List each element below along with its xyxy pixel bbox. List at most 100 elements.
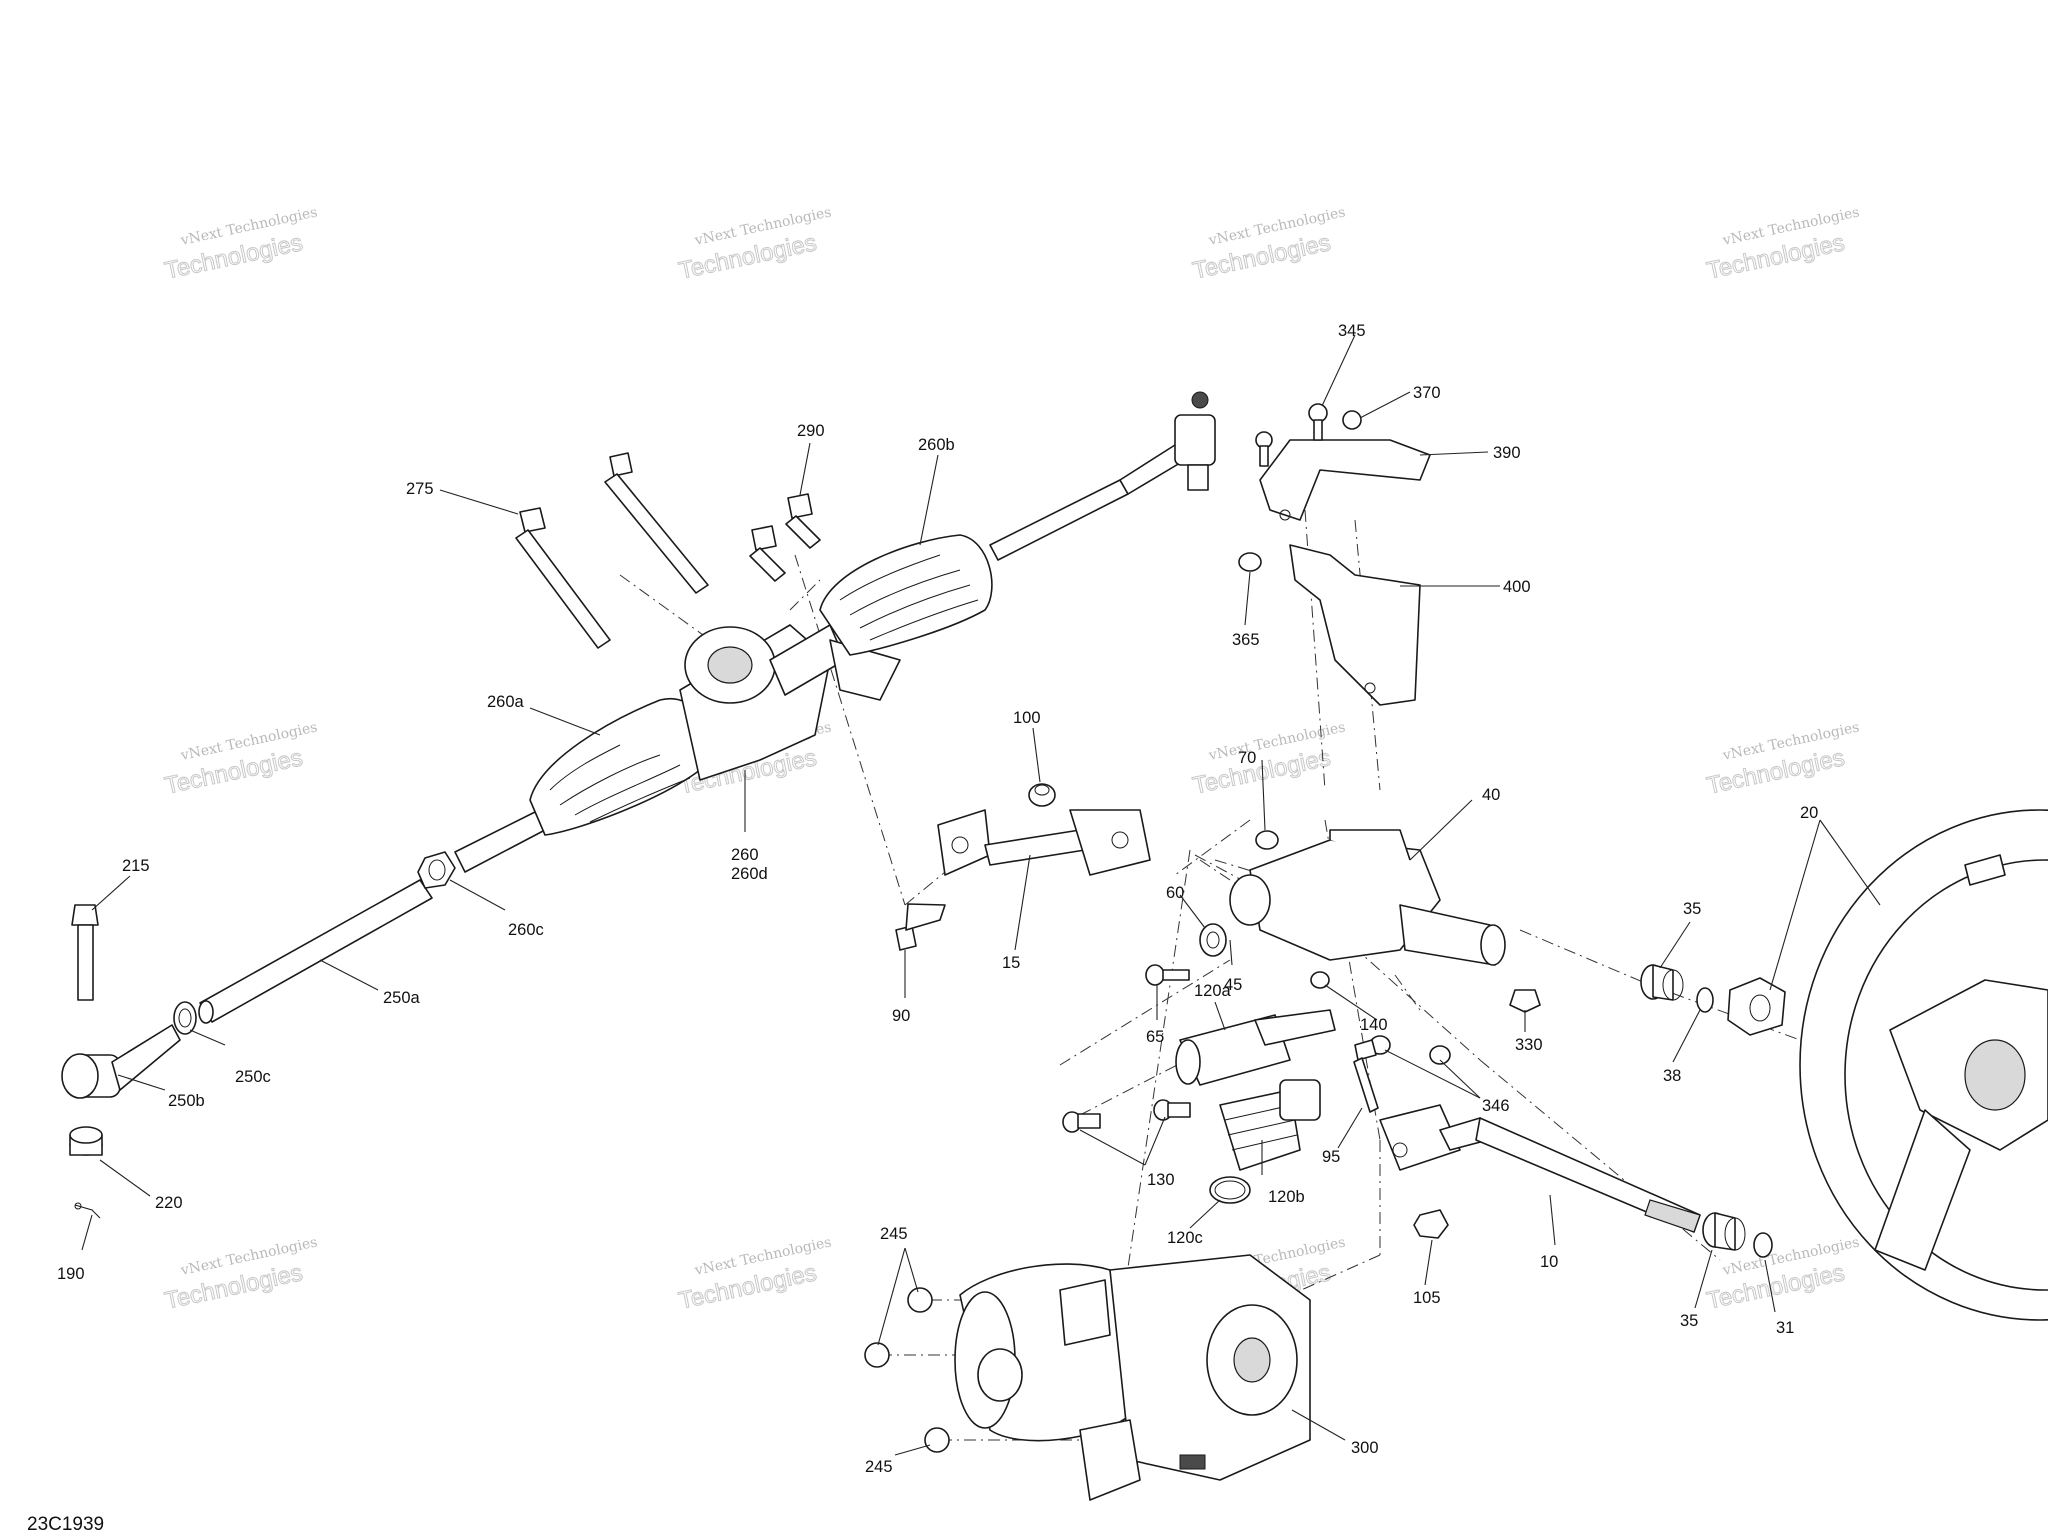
part-label-120c: 120c (1167, 1229, 1203, 1247)
tie-rod-left (198, 879, 433, 1024)
bolt-90 (895, 903, 946, 951)
bolt-95 (1353, 1039, 1379, 1113)
part-label-190: 190 (57, 1265, 85, 1283)
watermark: vNext Technologies Technologies (1190, 719, 1347, 800)
bolt-130b (1153, 1099, 1191, 1121)
part-label-100: 100 (1013, 709, 1041, 727)
watermark: vNext Technologies Technologies (1704, 719, 1861, 800)
nut-70 (1255, 830, 1279, 850)
part-label-38: 38 (1663, 1067, 1681, 1085)
jam-nut-250c (173, 1001, 197, 1035)
boot-left (529, 697, 709, 836)
part-label-330: 330 (1515, 1036, 1543, 1054)
part-label-250c: 250c (235, 1068, 271, 1086)
nut-346b (1429, 1045, 1451, 1065)
bearing-35-upper (1640, 964, 1684, 1001)
inner-rod-right (989, 479, 1129, 561)
watermark: vNext Technologies Technologies (162, 719, 319, 800)
nut-220 (69, 1126, 103, 1156)
part-label-250b: 250b (168, 1092, 205, 1110)
bolt-long (604, 452, 709, 594)
part-label-35-lower: 35 (1680, 1312, 1698, 1330)
part-label-10: 10 (1540, 1253, 1558, 1271)
part-label-220: 220 (155, 1194, 183, 1212)
bolt-130 (1062, 1111, 1101, 1133)
part-label-95: 95 (1322, 1148, 1340, 1166)
part-label-31: 31 (1776, 1319, 1794, 1337)
screw-345 (1308, 403, 1328, 441)
nut-245-bottom (924, 1427, 950, 1453)
parts (61, 391, 2048, 1501)
part-label-245-top: 245 (880, 1225, 908, 1243)
steering-wheel-20 (1799, 809, 2048, 1321)
part-label-260d: 260d (731, 865, 768, 883)
part-label-365: 365 (1232, 631, 1260, 649)
part-label-140: 140 (1360, 1016, 1388, 1034)
nut-260c (417, 851, 456, 889)
bolt-215 (71, 904, 99, 1001)
part-label-300: 300 (1351, 1439, 1379, 1457)
bolt-65 (1145, 964, 1190, 986)
part-label-105: 105 (1413, 1289, 1441, 1307)
part-label-215: 215 (122, 857, 150, 875)
part-label-35-upper: 35 (1683, 900, 1701, 918)
part-label-130: 130 (1147, 1171, 1175, 1189)
boot-120b (1219, 1079, 1321, 1171)
watermarks: vNext Technologies Technologies vNext Te… (162, 204, 1861, 1315)
part-label-400: 400 (1503, 578, 1531, 596)
part-labels: 275 290 260b 260a 260 260d 260c 250a 250… (57, 322, 1818, 1476)
part-label-70: 70 (1238, 749, 1256, 767)
tie-rod-end-right (1174, 391, 1216, 491)
watermark: vNext Technologies Technologies (1704, 204, 1861, 285)
part-label-65: 65 (1146, 1028, 1164, 1046)
bracket-390 (1259, 439, 1431, 521)
part-label-60: 60 (1166, 884, 1184, 902)
inner-rod-left (454, 811, 546, 873)
part-label-20: 20 (1800, 804, 1818, 822)
part-label-290: 290 (797, 422, 825, 440)
eps-unit-300 (954, 1254, 1311, 1501)
bolt-290b (749, 525, 786, 582)
watermark: vNext Technologies Technologies (1190, 204, 1347, 285)
part-label-260: 260 (731, 846, 759, 864)
nut-100 (1028, 783, 1056, 807)
steering-shaft-10 (1379, 1104, 1701, 1233)
u-joint-15 (937, 809, 1151, 876)
bolt-275 (515, 507, 611, 649)
part-label-250a: 250a (383, 989, 421, 1007)
part-label-260b: 260b (918, 436, 955, 454)
bolt-290 (785, 493, 821, 549)
bearing-35-lower (1702, 1212, 1746, 1251)
tie-rod-end-left (61, 1024, 181, 1099)
watermark: vNext Technologies Technologies (676, 204, 833, 285)
bracket-400 (1289, 544, 1421, 706)
part-label-390: 390 (1493, 444, 1521, 462)
nut-245-mid (864, 1342, 890, 1368)
leader-lines (81, 334, 1881, 1456)
part-label-15: 15 (1002, 954, 1020, 972)
nut-140 (1310, 971, 1330, 989)
bushing-120a (1175, 1009, 1336, 1086)
part-label-120b: 120b (1268, 1188, 1305, 1206)
part-label-120a: 120a (1194, 982, 1232, 1000)
part-label-260a: 260a (487, 693, 525, 711)
part-label-45: 45 (1224, 976, 1242, 994)
diagram-code: 23C1939 (27, 1514, 104, 1535)
screw-370 (1342, 410, 1362, 430)
ring-38 (1696, 987, 1714, 1013)
part-label-245-bottom: 245 (865, 1458, 893, 1476)
watermark: vNext Technologies Technologies (162, 204, 319, 285)
part-label-40: 40 (1482, 786, 1500, 804)
boot-right (819, 534, 993, 656)
part-label-346: 346 (1482, 1097, 1510, 1115)
part-label-260c: 260c (508, 921, 544, 939)
steering-rack-housing (679, 624, 901, 781)
screw-bracket (1255, 431, 1273, 467)
part-label-275: 275 (406, 480, 434, 498)
screw-330 (1509, 989, 1541, 1013)
nut-245-top (907, 1287, 933, 1313)
nut-105 (1413, 1209, 1449, 1239)
clamp-120c (1209, 1176, 1251, 1204)
column-mount-40 (1229, 829, 1506, 966)
nut-365 (1238, 552, 1262, 572)
